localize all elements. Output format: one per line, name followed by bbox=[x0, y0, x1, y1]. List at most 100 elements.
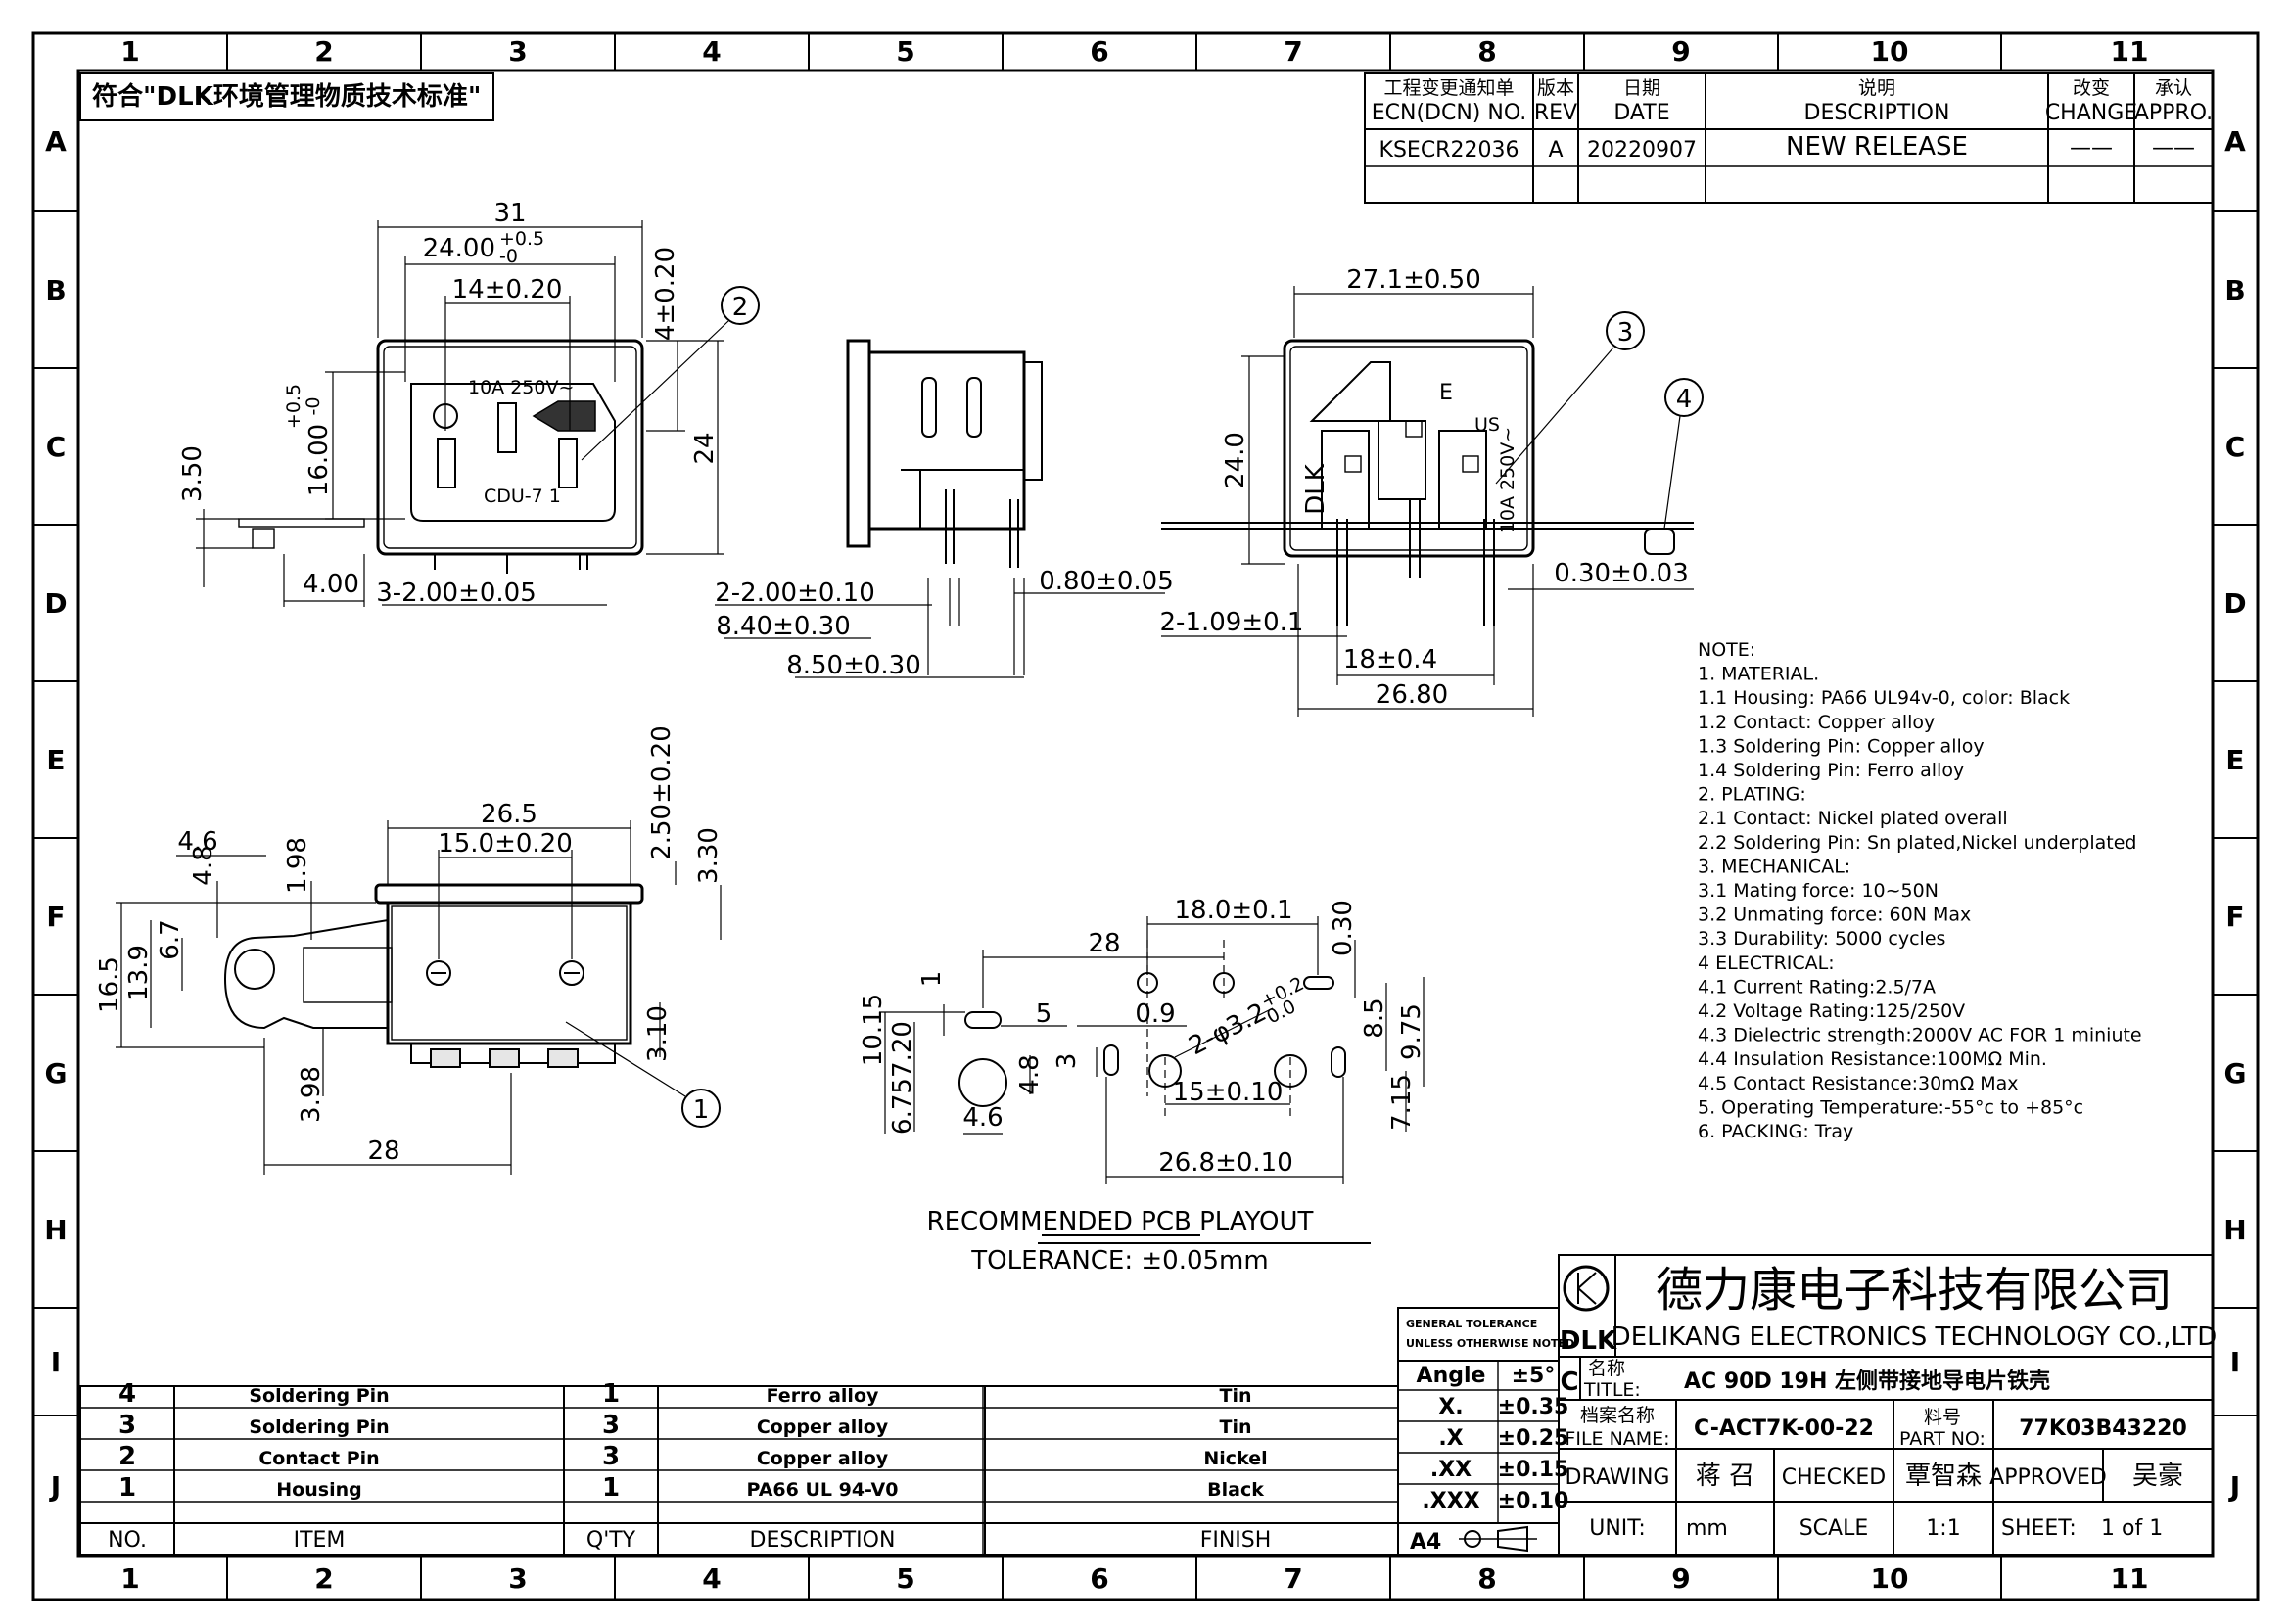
dim-pcb-hole-dia: 2-φ3.2 bbox=[1185, 998, 1272, 1061]
pcb-tolerance: TOLERANCE: ±0.05mm bbox=[970, 1246, 1268, 1276]
dim-pcb-7-20: 7.20 bbox=[888, 1021, 917, 1078]
rev-header-change-en: CHANGE bbox=[2045, 101, 2137, 125]
zone-row-label: H bbox=[44, 1214, 67, 1246]
bom-cell-finish: Tin bbox=[1220, 1416, 1252, 1438]
dim-front-inner-height: 16.00 bbox=[304, 424, 334, 496]
part-label-cn: 料号 bbox=[1924, 1407, 1961, 1428]
dim-bottom-26-5: 26.5 bbox=[481, 800, 537, 829]
rev-description-value: NEW RELEASE bbox=[1786, 132, 1968, 162]
note-line: 2.2 Soldering Pin: Sn plated,Nickel unde… bbox=[1698, 832, 2136, 854]
rev-change-value: —— bbox=[2070, 136, 2113, 161]
callout-1-circle bbox=[681, 1089, 721, 1128]
zone-col-label: 5 bbox=[896, 35, 914, 68]
dim-bottom-4-6: 4.6 bbox=[177, 827, 217, 857]
company-name-en: DELIKANG ELECTRONICS TECHNOLOGY CO.,LTD bbox=[1612, 1322, 2218, 1352]
rear-earth-mark: E bbox=[1439, 381, 1453, 405]
zone-col-label: 7 bbox=[1284, 1562, 1302, 1595]
bom-cell-item: Soldering Pin bbox=[249, 1416, 389, 1438]
scale-label: SCALE bbox=[1799, 1516, 1869, 1541]
bom-cell-description: PA66 UL 94-V0 bbox=[747, 1479, 899, 1501]
rev-header-appro-cn: 承认 bbox=[2155, 77, 2192, 99]
rev-date-value: 20220907 bbox=[1587, 138, 1697, 162]
rev-header-ecn-en: ECN(DCN) NO. bbox=[1372, 101, 1527, 125]
dim-front-overall-width: 31 bbox=[493, 199, 526, 228]
checked-by: 覃智森 bbox=[1905, 1462, 1982, 1491]
tol-row-value: ±0.10 bbox=[1498, 1489, 1569, 1513]
zone-row-label: I bbox=[2230, 1346, 2240, 1378]
dim-pcb-28: 28 bbox=[1088, 929, 1120, 958]
front-pin-center bbox=[497, 402, 517, 453]
dim-side-d1: 8.40±0.30 bbox=[716, 612, 851, 641]
pcb-layout: 18.0±0.1 0.30 28 1 10.15 7.20 5 0.9 2-φ3… bbox=[859, 896, 1426, 1276]
note-line: 3. MECHANICAL: bbox=[1698, 856, 1850, 877]
note-line: 3.2 Unmating force: 60N Max bbox=[1698, 905, 1971, 926]
zone-row-label: J bbox=[49, 1470, 61, 1503]
drawing-title: AC 90D 19H 左侧带接地导电片铁壳 bbox=[1684, 1369, 2050, 1394]
title-size: C bbox=[1560, 1368, 1578, 1397]
rev-ecn-value: KSECR22036 bbox=[1379, 138, 1519, 162]
dim-front-height: 24 bbox=[690, 432, 720, 464]
bom-cell-description: Copper alloy bbox=[757, 1416, 889, 1438]
tol-row-label: .X bbox=[1438, 1426, 1463, 1451]
zone-col-label: 10 bbox=[1871, 35, 1909, 68]
dim-pcb-1: 1 bbox=[917, 971, 947, 988]
rev-header-rev-cn: 版本 bbox=[1537, 77, 1574, 99]
title-label-cn: 名称 bbox=[1588, 1358, 1625, 1379]
zone-row-label: B bbox=[2224, 274, 2245, 306]
dim-bottom-1-98: 1.98 bbox=[283, 837, 312, 894]
note-line: 4.4 Insulation Resistance:100MΩ Min. bbox=[1698, 1048, 2047, 1070]
zone-col-label: 1 bbox=[120, 35, 139, 68]
tol-row-label: X. bbox=[1438, 1395, 1463, 1419]
note-line: 4.2 Voltage Rating:125/250V bbox=[1698, 1000, 1965, 1022]
tol-row-label: .XX bbox=[1430, 1458, 1472, 1482]
dim-front-pin-span: 14±0.20 bbox=[452, 275, 563, 304]
sheet-frame bbox=[31, 31, 2260, 1601]
dim-front-inner-width-tol-plus: +0.5 bbox=[499, 228, 544, 250]
rev-header-ecn-cn: 工程变更通知单 bbox=[1383, 77, 1514, 99]
bom-header-item: ITEM bbox=[294, 1528, 346, 1553]
dim-rear-base: 26.80 bbox=[1376, 680, 1448, 710]
dim-side-d2: 8.50±0.30 bbox=[786, 651, 921, 680]
pcb-title: RECOMMENDED PCB PLAYOUT bbox=[927, 1207, 1314, 1236]
dim-pcb-8-5: 8.5 bbox=[1360, 998, 1389, 1038]
drawing-label: DRAWING bbox=[1566, 1465, 1670, 1490]
dim-bottom-13-9: 13.9 bbox=[124, 945, 154, 1001]
bom-cell-qty: 1 bbox=[602, 1379, 620, 1409]
callout-2-circle bbox=[721, 286, 760, 325]
side-view: 2-2.00±0.10 8.40±0.30 8.50±0.30 0.80±0.0… bbox=[715, 339, 1174, 680]
dim-bottom-28: 28 bbox=[367, 1137, 399, 1166]
dim-front-flange-offset: 4.00 bbox=[303, 570, 359, 599]
approved-label: APPROVED bbox=[1989, 1465, 2107, 1490]
zone-col-label: 8 bbox=[1477, 35, 1496, 68]
note-line: 2. PLATING: bbox=[1698, 784, 1806, 806]
rear-brand-mark: DLK bbox=[1301, 463, 1331, 515]
bom-cell-description: Ferro alloy bbox=[767, 1385, 879, 1407]
dim-front-pins: 3-2.00±0.05 bbox=[376, 579, 537, 608]
note-line: 4 ELECTRICAL: bbox=[1698, 952, 1835, 974]
tol-row-value: ±0.15 bbox=[1498, 1458, 1569, 1482]
company-logo-icon bbox=[1563, 1265, 1610, 1312]
zone-row-label: C bbox=[46, 431, 67, 463]
compliance-box: 符合"DLK环境管理物质技术标准" bbox=[79, 72, 494, 121]
zone-col-label: 4 bbox=[702, 35, 721, 68]
bom-cell-no: 3 bbox=[118, 1411, 136, 1440]
zone-col-label: 2 bbox=[314, 1562, 333, 1595]
polarity-mark-icon bbox=[532, 400, 596, 432]
bom-cell-no: 1 bbox=[118, 1473, 136, 1503]
rev-header-rev-en: REV bbox=[1534, 101, 1577, 125]
bom-cell-qty: 3 bbox=[602, 1442, 620, 1471]
callout-2-label: 2 bbox=[732, 293, 749, 322]
zone-col-label: 1 bbox=[120, 1562, 139, 1595]
dim-pcb-26-8: 26.8±0.10 bbox=[1158, 1148, 1293, 1178]
zone-col-label: 3 bbox=[508, 35, 527, 68]
dim-front-top-offset: 4±0.20 bbox=[651, 247, 680, 341]
unit-label: UNIT: bbox=[1589, 1516, 1645, 1541]
dim-rear-thickness: 0.30±0.03 bbox=[1554, 559, 1689, 588]
dim-pcb-5: 5 bbox=[1036, 999, 1052, 1029]
tol-row-label: Angle bbox=[1417, 1364, 1486, 1388]
note-line: 1. MATERIAL. bbox=[1698, 664, 1819, 685]
dim-bottom-3-98: 3.98 bbox=[297, 1066, 326, 1123]
front-rating-mark: 10A 250V~ bbox=[468, 377, 574, 398]
zone-row-label: F bbox=[46, 901, 65, 933]
